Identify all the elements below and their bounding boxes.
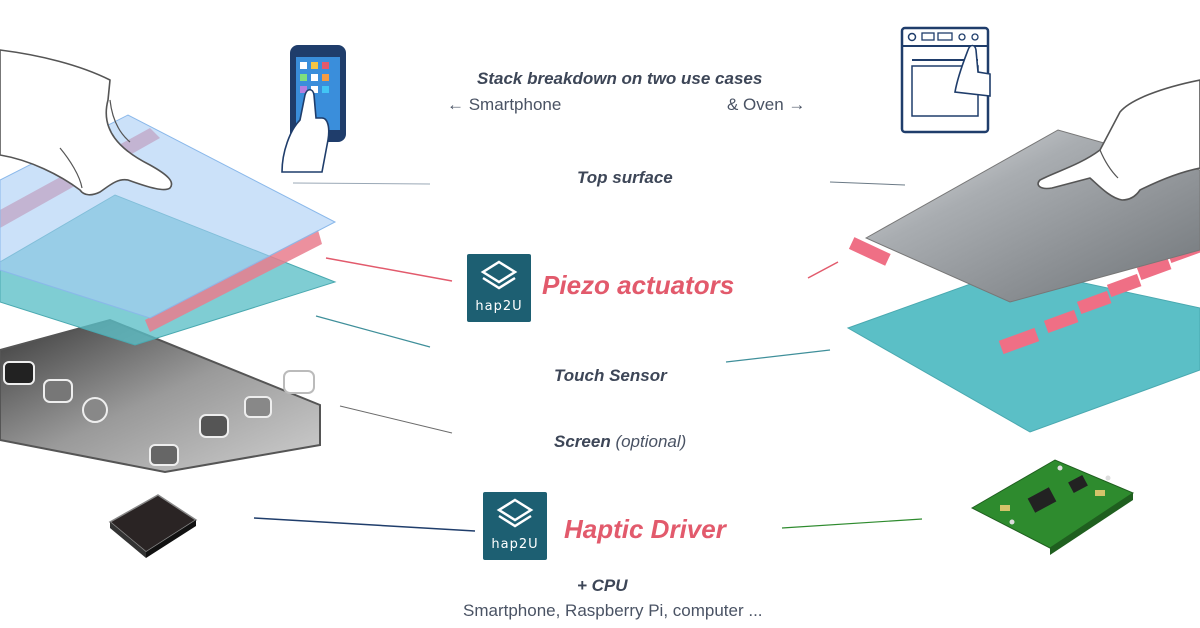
hand-icon xyxy=(1037,79,1200,201)
piezo-actuators-label: Piezo actuators xyxy=(542,270,735,300)
circuit-board-icon xyxy=(970,459,1135,555)
connector-line xyxy=(253,517,476,532)
connector-line xyxy=(807,261,839,279)
hap2u-logo: hap2U xyxy=(467,254,531,322)
hap2u-logo: hap2U xyxy=(483,492,547,560)
devices-label: Smartphone, Raspberry Pi, computer ... xyxy=(463,601,763,620)
smartphone-case-label: ← Smartphone xyxy=(447,95,562,114)
touch-sensor-label: Touch Sensor xyxy=(554,366,667,385)
connector-line xyxy=(325,257,453,282)
screen-optional-note: (optional) xyxy=(615,432,687,451)
connector-line xyxy=(315,315,431,348)
oven-case-label: & Oven → xyxy=(727,95,806,114)
layers-icon xyxy=(496,498,534,528)
connector-line xyxy=(829,181,906,186)
diagram-title: Stack breakdown on two use cases xyxy=(477,69,763,88)
oven-icon xyxy=(900,26,991,134)
screen-label-text: Screen xyxy=(554,432,611,451)
hand-icon xyxy=(0,49,173,196)
layers-icon xyxy=(480,260,518,290)
connector-line xyxy=(292,182,431,185)
smartphone-screen-layer xyxy=(0,318,321,474)
logo-text: hap2U xyxy=(475,299,523,314)
oven-piezo-pads xyxy=(848,237,1200,355)
connector-line xyxy=(339,405,453,434)
top-surface-label: Top surface xyxy=(577,168,673,187)
logo-text: hap2U xyxy=(491,537,539,552)
connector-line xyxy=(725,349,831,363)
chip-icon xyxy=(108,494,198,558)
haptic-driver-label: Haptic Driver xyxy=(564,514,726,544)
screen-label: Screen (optional) xyxy=(554,432,686,452)
smartphone-icon xyxy=(281,45,346,173)
connector-line xyxy=(781,518,923,529)
cpu-label: + CPU xyxy=(577,576,628,595)
